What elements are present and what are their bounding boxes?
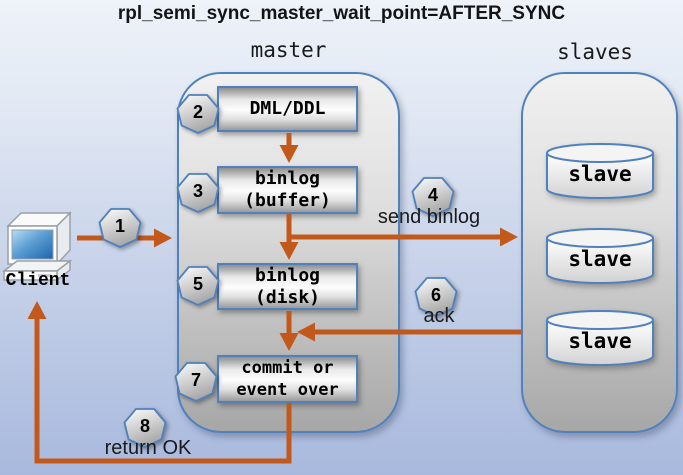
step-badge-7: 7 xyxy=(174,360,218,402)
step-badge-2: 2 xyxy=(176,92,220,134)
slave-cylinder-2: slave xyxy=(545,227,655,285)
slave-cylinder-3: slave xyxy=(545,309,655,367)
box-dml-ddl: DML/DDL xyxy=(217,86,358,132)
edge-label-ack: ack xyxy=(423,305,455,327)
master-group-label: master xyxy=(250,38,327,62)
step-number: 7 xyxy=(190,369,201,390)
crt-monitor-icon xyxy=(1,211,73,282)
step-number: 6 xyxy=(430,284,441,305)
diagram-title: rpl_semi_sync_master_wait_point=AFTER_SY… xyxy=(117,3,566,24)
database-cylinder-icon xyxy=(546,310,654,366)
heptagon-badge-icon xyxy=(176,173,220,213)
step-badge-4: 4 xyxy=(411,175,455,217)
step-number: 5 xyxy=(192,273,203,294)
client-icon xyxy=(1,206,76,282)
slave-node-label: slave xyxy=(568,162,632,186)
heptagon-badge-icon xyxy=(176,266,220,306)
step-number: 1 xyxy=(114,215,125,236)
slave-node-label: slave xyxy=(568,247,632,271)
heptagon-badge-icon xyxy=(411,177,455,217)
step-badge-6: 6 xyxy=(414,275,458,317)
heptagon-badge-icon xyxy=(176,94,220,134)
heptagon-badge-icon xyxy=(414,277,458,317)
slave-node-label: slave xyxy=(568,329,632,353)
step-number: 4 xyxy=(427,184,438,205)
database-cylinder-icon xyxy=(546,228,654,284)
step-badge-3: 3 xyxy=(176,171,220,213)
box-binlog-disk: binlog (disk) xyxy=(217,263,358,310)
slave-cylinder-1: slave xyxy=(545,142,655,200)
step-badge-5: 5 xyxy=(176,264,220,306)
edge-label-return-ok: return OK xyxy=(104,437,192,459)
client-label: Client xyxy=(5,271,71,291)
database-cylinder-icon xyxy=(546,143,654,199)
edge-label-send-binlog: send binlog xyxy=(377,206,481,228)
box-binlog-buffer: binlog (buffer) xyxy=(217,166,358,214)
step-badge-1: 1 xyxy=(98,206,142,248)
step-number: 3 xyxy=(192,180,203,201)
box-commit-event-over: commit or event over xyxy=(217,355,358,403)
step-number: 2 xyxy=(192,101,203,122)
slaves-group-label: slaves xyxy=(557,40,633,64)
